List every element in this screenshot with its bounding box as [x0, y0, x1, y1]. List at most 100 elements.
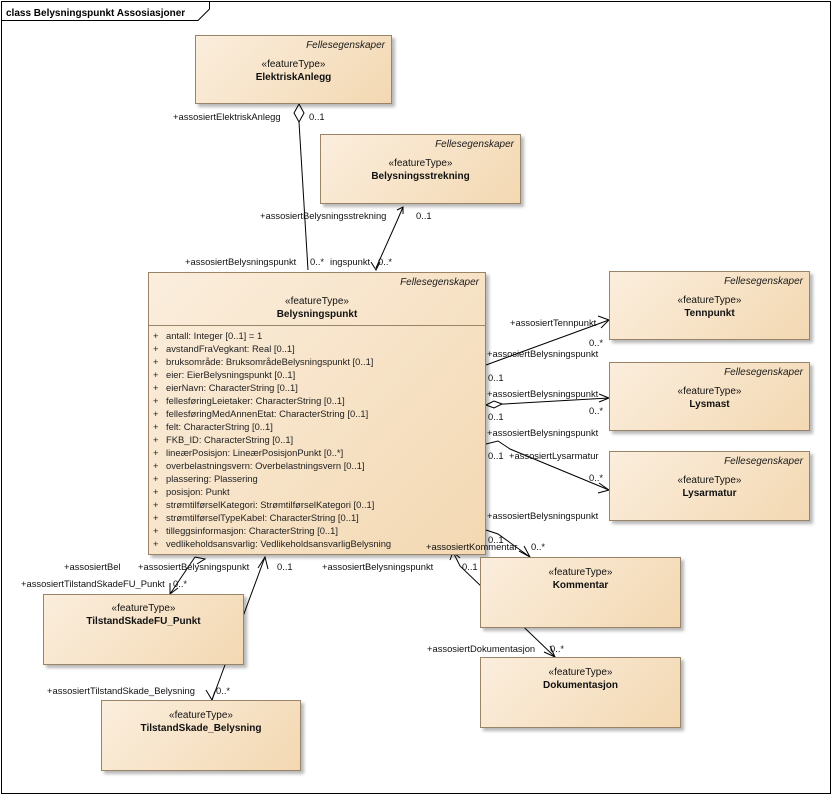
role-label: +assosiertKommentar	[426, 541, 518, 552]
multiplicity-label: 0..*	[378, 256, 393, 267]
assoc-elektriskanlegg-line	[298, 121, 309, 271]
assoc-belysningsstrekning-line	[375, 206, 404, 269]
assoc-lysmast-line	[485, 397, 610, 406]
class-name: TilstandSkade_Belysning	[140, 723, 262, 734]
class-name: Kommentar	[552, 580, 609, 591]
class-name: Tennpunkt	[684, 308, 735, 319]
aggregation-diamond-icon	[484, 400, 504, 409]
class-belysningspunkt[interactable]: Fellesegenskaper «featureType» Belysning…	[148, 272, 486, 555]
stereotype-label: «featureType»	[169, 710, 233, 721]
role-label: +assosiertBelysningsstrekning	[260, 210, 387, 221]
attribute-row: +overbelastningsvern: Overbelastningsver…	[153, 460, 365, 471]
attribute-row: +posisjon: Punkt	[153, 486, 230, 497]
class-tennpunkt[interactable]: Fellesegenskaper «featureType» Tennpunkt	[609, 271, 810, 340]
package-label: Fellesegenskaper	[400, 277, 479, 288]
class-tilstandskadefu-punkt[interactable]: «featureType» TilstandSkadeFU_Punkt	[43, 594, 244, 665]
attribute-row: +FKB_ID: CharacterString [0..1]	[153, 434, 294, 445]
class-name: ElektriskAnlegg	[255, 72, 332, 83]
stereotype-label: «featureType»	[388, 158, 453, 169]
role-label: +assosiertTennpunkt	[510, 317, 597, 328]
package-label: Fellesegenskaper	[724, 276, 803, 287]
class-name: Belysningsstrekning	[371, 171, 470, 182]
multiplicity-label: 0..*	[310, 256, 325, 267]
class-lysmast[interactable]: Fellesegenskaper «featureType» Lysmast	[609, 362, 810, 431]
role-label: +assosiertBelysningspunkt	[487, 510, 599, 521]
assoc-kommentar-line	[485, 529, 531, 558]
role-label: +assosiertLysarmatur	[509, 450, 599, 461]
class-dokumentasjon[interactable]: «featureType» Dokumentasjon	[480, 657, 681, 728]
multiplicity-label: 0..*	[216, 685, 231, 696]
multiplicity-label: 0..1	[277, 561, 293, 572]
multiplicity-label: 0..*	[531, 541, 546, 552]
multiplicity-label: 0..*	[589, 405, 604, 416]
class-name: Dokumentasjon	[542, 680, 618, 691]
class-tilstandskade-belysning[interactable]: «featureType» TilstandSkade_Belysning	[101, 700, 301, 771]
class-name: Belysningspunkt	[276, 309, 358, 320]
role-label: +assosiertBelysningspunkt	[185, 256, 297, 267]
multiplicity-label: 0..1	[488, 411, 504, 422]
role-label: +assosiertBelysningspunkt	[322, 561, 434, 572]
attribute-row: +bruksområde: BruksområdeBelysningspunkt…	[153, 356, 374, 367]
multiplicity-label: 0..1	[488, 372, 504, 383]
attribute-row: +strømtilførselKategori: StrømtilførselK…	[153, 499, 375, 510]
attribute-row: +eier: EierBelysningspunkt [0..1]	[153, 369, 296, 380]
aggregation-diamond-icon	[257, 555, 269, 570]
multiplicity-label: 0..1	[488, 450, 504, 461]
attribute-row: +avstandFraVegkant: Real [0..1]	[153, 343, 295, 354]
arrow-open-icon	[205, 689, 216, 702]
stereotype-label: «featureType»	[548, 567, 613, 578]
package-label: Fellesegenskaper	[306, 40, 385, 51]
stereotype-label: «featureType»	[677, 386, 742, 397]
class-elektriskanlegg[interactable]: Fellesegenskaper «featureType» Elektrisk…	[195, 35, 392, 104]
multiplicity-label: 0..*	[589, 337, 604, 348]
package-label: Fellesegenskaper	[435, 139, 514, 150]
stereotype-label: «featureType»	[285, 296, 349, 307]
attribute-row: +plassering: Plassering	[153, 473, 258, 484]
attribute-row: +felt: CharacterString [0..1]	[153, 421, 273, 432]
class-kommentar[interactable]: «featureType» Kommentar	[480, 557, 681, 628]
stereotype-label: «featureType»	[111, 603, 176, 614]
attribute-row: +eierNavn: CharacterString [0..1]	[153, 382, 298, 393]
role-label: +assosiertDokumentasjon	[427, 643, 536, 654]
assoc-lysarmatur-line	[485, 440, 610, 491]
package-label: Fellesegenskaper	[724, 456, 803, 467]
attribute-row: +fellesføringMedAnnenEtat: CharacterStri…	[153, 408, 369, 419]
role-label: +assosiertTilstandSkadeFU_Punkt	[21, 578, 165, 589]
assoc-tilstandskadefu-line	[169, 556, 196, 595]
stereotype-label: «featureType»	[677, 475, 742, 486]
attribute-row: +antall: Integer [0..1] = 1	[153, 330, 263, 341]
class-name: TilstandSkadeFU_Punkt	[86, 616, 201, 627]
role-label: +assosiertBelysningspunkt	[487, 348, 599, 359]
stereotype-label: «featureType»	[548, 667, 613, 678]
aggregation-diamond-icon	[194, 556, 207, 565]
multiplicity-label: 0..*	[550, 643, 565, 654]
multiplicity-label: 0..1	[462, 561, 478, 572]
multiplicity-label: 0..1	[416, 210, 432, 221]
role-label: +assosiertElektriskAnlegg	[173, 111, 281, 122]
aggregation-diamond-icon	[293, 102, 305, 124]
attribute-row: +lineærPosisjon: LineærPosisjonPunkt [0.…	[153, 447, 344, 458]
attribute-row: +strømtilførselTypeKabel: CharacterStrin…	[153, 512, 359, 523]
role-label: +assosiertBelysningspunkt	[138, 561, 250, 572]
frame-title: class Belysningspunkt Assosiasjoner	[6, 8, 185, 19]
stereotype-label: «featureType»	[261, 59, 326, 70]
role-label: +assosiertBelysningspunkt	[487, 388, 599, 399]
aggregation-diamond-icon	[396, 206, 404, 214]
attribute-row: +vedlikeholdsansvarlig: Vedlikeholdsansv…	[153, 538, 392, 549]
class-belysningsstrekning[interactable]: Fellesegenskaper «featureType» Belysning…	[320, 134, 521, 204]
attribute-row: +fellesføringLeietaker: CharacterString …	[153, 395, 345, 406]
multiplicity-label: 0..1	[309, 111, 325, 122]
role-label: +assosiertBelysningspunkt	[487, 427, 599, 438]
role-label: ingspunkt	[330, 256, 371, 267]
role-label: +assosiertTilstandSkade_Belysning	[47, 685, 195, 696]
frame-tab: class Belysningspunkt Assosiasjoner	[2, 2, 210, 21]
attribute-row: +tilleggsinformasjon: CharacterString [0…	[153, 525, 338, 536]
package-label: Fellesegenskaper	[724, 367, 803, 378]
class-name: Lysmast	[689, 399, 730, 410]
class-lysarmatur[interactable]: Fellesegenskaper «featureType» Lysarmatu…	[609, 451, 810, 521]
class-name: Lysarmatur	[682, 488, 737, 499]
role-label: +assosiertBel	[64, 561, 121, 572]
multiplicity-label: 0..*	[173, 578, 188, 589]
